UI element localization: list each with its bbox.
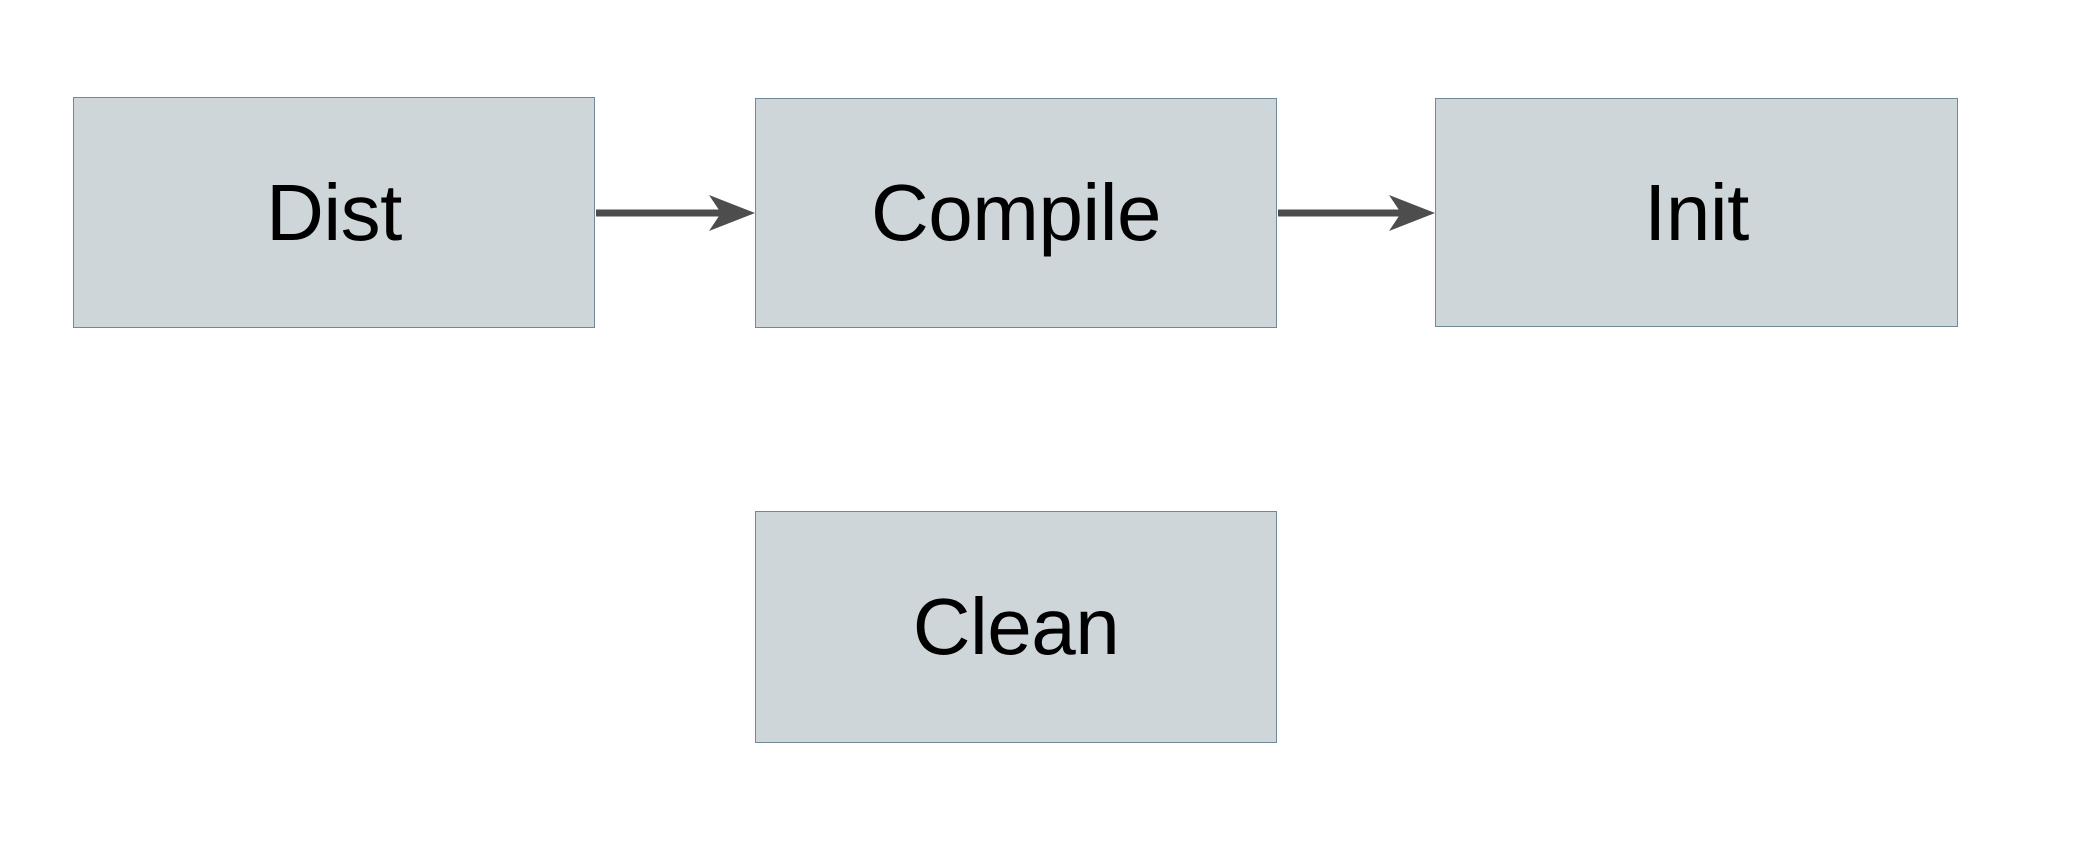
arrow-compile-to-init-icon xyxy=(1278,195,1435,231)
node-init[interactable]: Init xyxy=(1435,98,1958,327)
node-clean-label: Clean xyxy=(912,582,1120,671)
node-init-label: Init xyxy=(1644,167,1749,257)
node-dist-label: Dist xyxy=(266,167,402,257)
node-dist[interactable]: Dist xyxy=(73,97,595,328)
node-clean[interactable]: Clean xyxy=(755,511,1277,743)
edge-compile-to-init[interactable] xyxy=(1278,193,1436,233)
edge-dist-to-compile[interactable] xyxy=(596,193,756,233)
node-compile-label: Compile xyxy=(871,168,1161,257)
arrow-dist-to-compile-icon xyxy=(596,195,755,231)
node-compile[interactable]: Compile xyxy=(755,98,1277,328)
